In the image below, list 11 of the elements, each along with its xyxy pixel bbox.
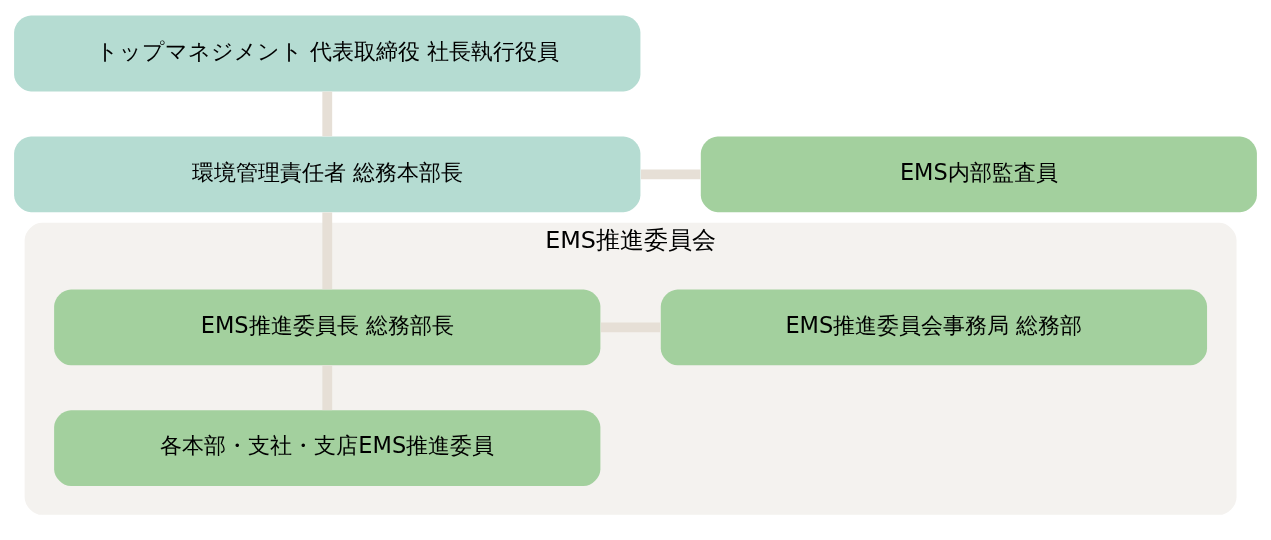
connector bbox=[322, 91, 333, 136]
connector bbox=[600, 321, 661, 332]
connector bbox=[640, 168, 701, 179]
node-box: EMS推進委員長 総務部長 bbox=[54, 288, 601, 365]
node-box: EMS推進委員会事務局 総務部 bbox=[660, 288, 1208, 365]
node-box: EMS内部監査員 bbox=[700, 135, 1257, 212]
connector bbox=[322, 211, 333, 289]
node-box: 環境管理責任者 総務本部長 bbox=[14, 135, 641, 212]
node-box: トップマネジメント 代表取締役 社長執行役員 bbox=[14, 15, 641, 91]
connector bbox=[322, 364, 333, 410]
node-box: 各本部・支社・支店EMS推進委員 bbox=[54, 409, 601, 486]
